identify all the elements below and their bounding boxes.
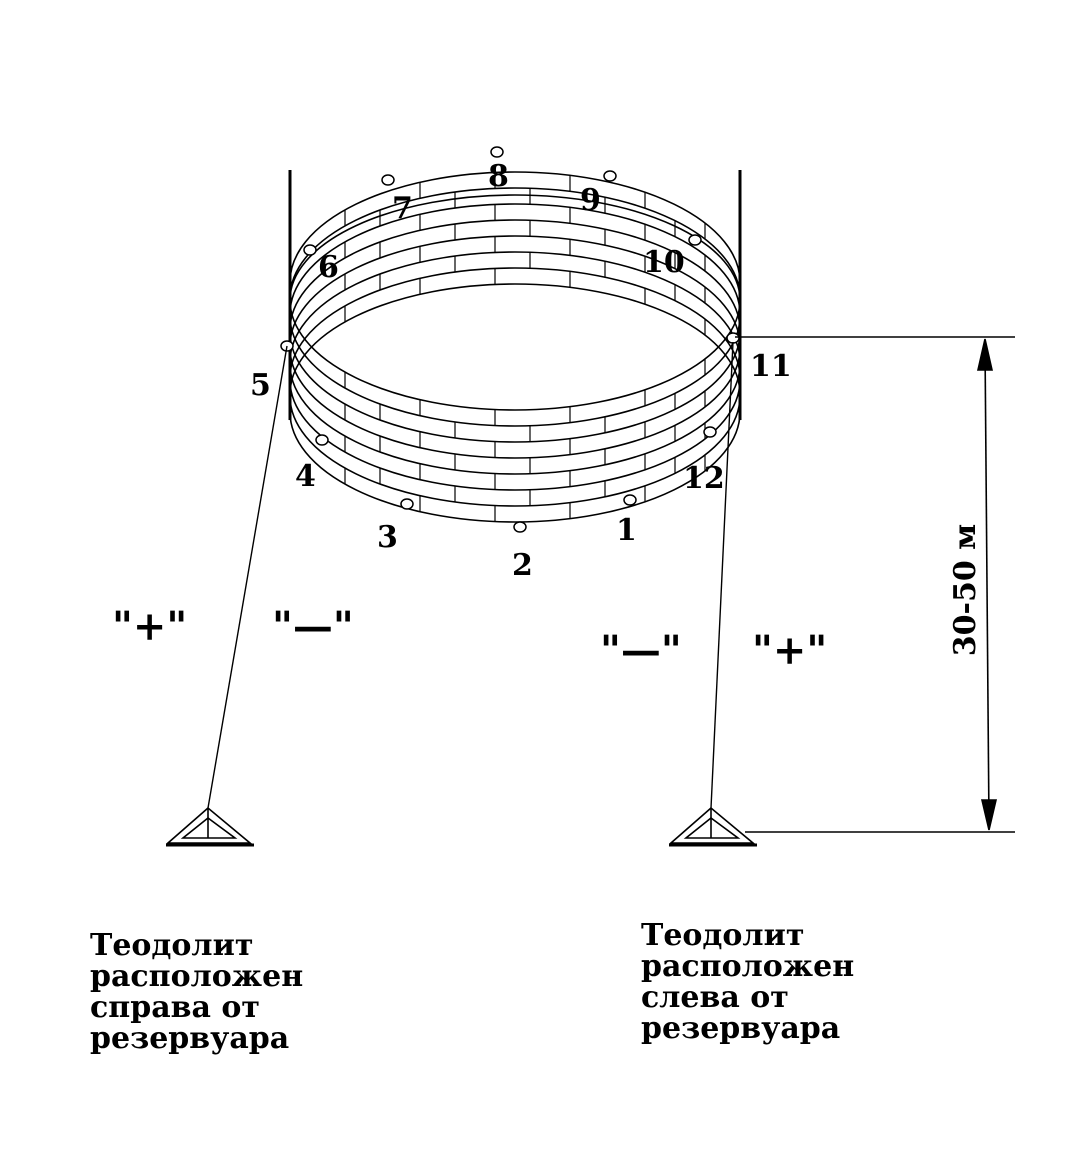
distance-label: 30-50 м	[948, 524, 983, 656]
caption-line: резервуара	[641, 1011, 841, 1046]
point-marker	[688, 234, 702, 246]
tank-ring-front	[289, 331, 741, 443]
point-label: 2	[512, 548, 533, 583]
dimension	[735, 336, 1015, 833]
point-label: 12	[683, 461, 725, 496]
caption-line: резервуара	[90, 1021, 290, 1056]
sight-lines	[207, 341, 734, 809]
point-label: 4	[295, 459, 316, 494]
theodolite-left	[165, 806, 254, 847]
point-marker	[603, 170, 617, 182]
caption-line: Теодолит	[641, 918, 805, 953]
dimension-arrow-bottom	[980, 799, 998, 831]
measurement-points	[280, 146, 740, 533]
sight-line-right	[710, 341, 734, 809]
sign-right-plus: "+"	[752, 627, 827, 674]
tank-wall-seams	[344, 172, 706, 522]
point-marker	[381, 174, 395, 186]
caption-theodolite-right: Теодолит расположен слева от резервуара	[641, 920, 854, 1044]
point-marker	[315, 434, 329, 446]
caption-line: справа от	[90, 990, 260, 1025]
caption-line: Теодолит	[90, 928, 254, 963]
caption-line: слева от	[641, 980, 789, 1015]
sign-right-minus: "—"	[600, 627, 682, 674]
point-label: 7	[392, 191, 413, 226]
tank-ring-front	[289, 395, 741, 507]
tank-ring-back	[289, 219, 741, 331]
tank-ring-front	[289, 315, 741, 427]
point-marker	[703, 426, 717, 438]
point-marker	[490, 146, 504, 158]
tank-ring-back	[289, 283, 741, 395]
theodolite-right	[668, 806, 757, 847]
point-marker	[513, 521, 527, 533]
tank-ring-front	[289, 411, 741, 523]
sight-line-left	[207, 345, 288, 809]
tank-ring-front	[289, 299, 741, 411]
tank-ring-front	[289, 363, 741, 475]
point-label: 1	[616, 513, 637, 548]
tank-ring-back	[289, 171, 741, 283]
dimension-line	[984, 344, 990, 825]
point-marker	[726, 332, 740, 344]
tank-ring-front	[289, 347, 741, 459]
tank-ring-back	[289, 251, 741, 363]
tank-ring-back	[289, 203, 741, 315]
tank-ring-back	[289, 267, 741, 379]
caption-line: расположен	[90, 959, 304, 994]
caption-theodolite-left: Теодолит расположен справа от резервуара	[90, 930, 303, 1054]
point-label: 8	[488, 159, 509, 194]
point-label: 6	[318, 250, 339, 285]
tank-ring-back	[289, 187, 741, 299]
tank-cylinder	[288, 170, 742, 523]
sign-left-minus: "—"	[272, 603, 354, 650]
point-label: 3	[377, 520, 398, 555]
point-label: 9	[580, 183, 601, 218]
dimension-arrow-top	[976, 338, 994, 371]
caption-line: расположен	[641, 949, 855, 984]
point-marker	[623, 494, 637, 506]
point-marker	[400, 498, 414, 510]
point-label: 10	[643, 245, 685, 280]
point-marker	[303, 244, 317, 256]
point-label: 5	[250, 368, 271, 403]
point-label: 11	[750, 349, 792, 384]
sign-left-plus: "+"	[112, 603, 187, 650]
tank-ring-back	[289, 235, 741, 347]
